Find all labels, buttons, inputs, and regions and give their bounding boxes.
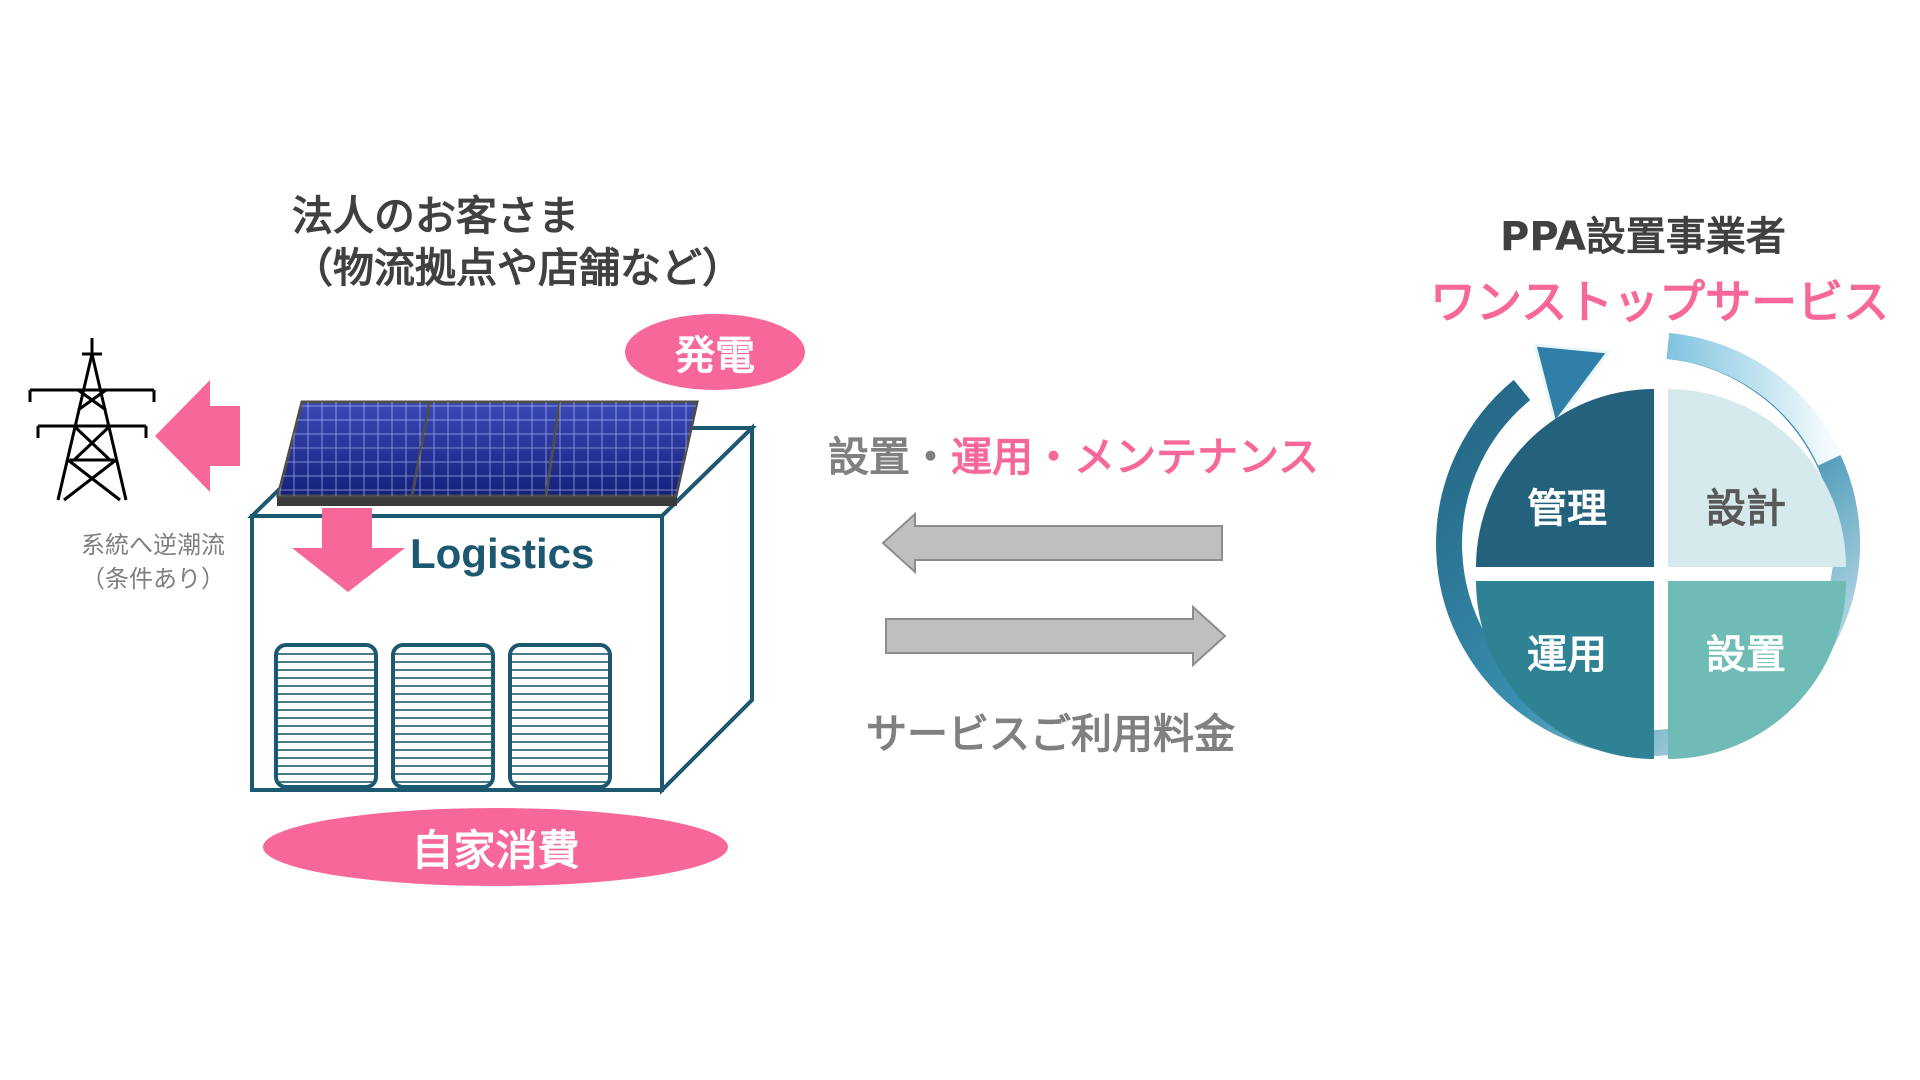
quadrant-label-design: 設計 <box>1706 486 1786 532</box>
solar-panels <box>276 400 699 506</box>
service-arrow-left <box>881 511 1223 575</box>
quadrant-label-install: 設置 <box>1706 632 1786 678</box>
service-quadrants <box>1476 389 1846 759</box>
grid-note-line1: 系統へ逆潮流 <box>81 531 225 559</box>
solar-panel <box>410 400 562 498</box>
service-label-part2: 運用・メンテナンス <box>951 433 1320 481</box>
quadrant-label-manage: 管理 <box>1527 486 1607 532</box>
quadrant-bottom-left <box>1476 581 1654 759</box>
service-label: 設置・運用・メンテナンス <box>828 423 1319 483</box>
solar-panel <box>276 400 432 498</box>
fee-label: サービスご利用料金 <box>866 710 1235 758</box>
quadrant-top-left <box>1476 389 1654 567</box>
fee-arrow-right <box>885 604 1227 668</box>
customer-subtitle: （物流拠点や店舗など） <box>292 244 743 292</box>
ppa-subtitle: ワンストップサービス <box>1430 275 1890 329</box>
generation-badge: 発電 <box>625 314 805 390</box>
shutter-door <box>274 643 378 789</box>
shutter-door <box>508 643 612 789</box>
ppa-title: PPA設置事業者 <box>1500 214 1786 260</box>
backflow-arrow <box>155 380 240 492</box>
service-label-part1: 設置・ <box>828 433 951 481</box>
quadrant-label-operate: 運用 <box>1527 632 1607 678</box>
quadrant-top-right <box>1668 389 1846 567</box>
quadrant-bottom-right <box>1668 581 1846 759</box>
customer-title: 法人のお客さま <box>292 192 579 240</box>
solar-panel <box>544 400 699 498</box>
shutter-door <box>391 643 495 789</box>
self-consumption-arrow <box>292 508 405 592</box>
cycle-arrowhead <box>1533 343 1611 427</box>
power-tower-icon <box>28 338 156 502</box>
self-consumption-badge: 自家消費 <box>263 808 728 886</box>
grid-backflow-note: 系統へ逆潮流 （条件あり） <box>48 528 258 596</box>
building-sign: Logistics <box>410 530 595 577</box>
grid-note-line2: （条件あり） <box>81 565 225 593</box>
